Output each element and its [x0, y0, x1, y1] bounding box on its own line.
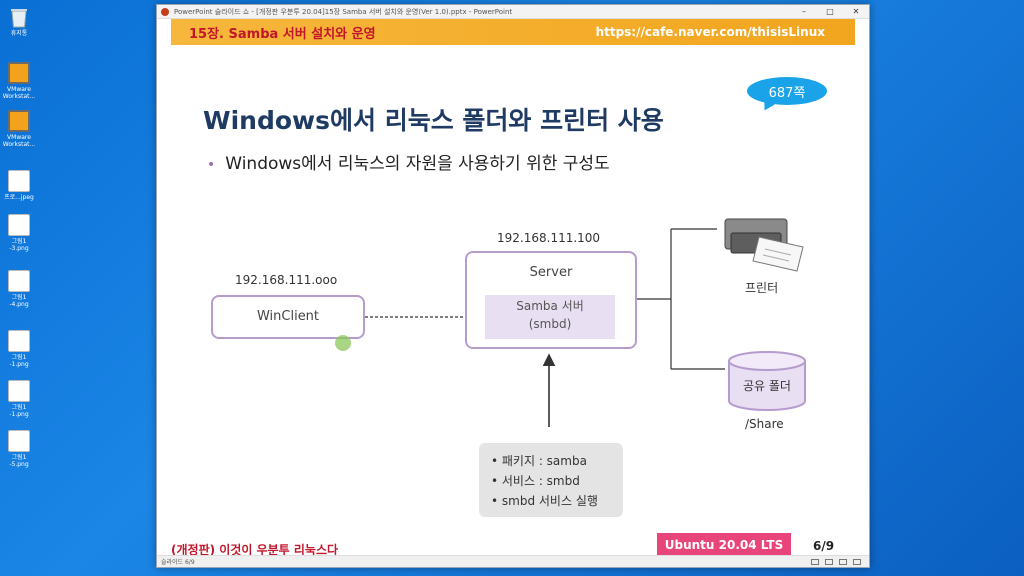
- desktop-icon-file-4[interactable]: 그림1 -1.png: [2, 330, 36, 368]
- book-title-footer: (개정판) 이것이 우분투 리눅스다: [171, 543, 339, 557]
- note-item: • smbd 서비스 실행: [491, 494, 598, 508]
- desktop-icon-recycle-bin[interactable]: 휴지통: [2, 6, 36, 37]
- image-file-icon: [8, 214, 30, 236]
- winclient-node: WinClient: [211, 295, 365, 339]
- chapter-title: 15장. Samba 서버 설치와 운영: [189, 26, 376, 42]
- printer-icon: [724, 218, 804, 272]
- page-reference-bubble: 687쪽: [747, 77, 827, 105]
- normal-view-icon[interactable]: [811, 558, 819, 565]
- image-file-icon: [8, 270, 30, 292]
- window-titlebar[interactable]: PowerPoint 슬라이드 쇼 - [개정판 우분투 20.04]15장 S…: [157, 5, 869, 19]
- desktop-icon-label: 그림1 -1.png: [9, 404, 29, 418]
- server-ip: 192.168.111.100: [497, 231, 601, 245]
- desktop-icon-vmware-1[interactable]: VMware Workstat...: [2, 62, 36, 100]
- minimize-icon[interactable]: –: [802, 7, 806, 16]
- close-icon[interactable]: ✕: [852, 7, 860, 16]
- slide-page-number: 6/9: [813, 539, 835, 553]
- desktop-icon-label: VMware Workstat...: [2, 86, 36, 100]
- powerpoint-icon: [161, 7, 169, 16]
- desktop-icon-label: VMware Workstat...: [2, 134, 36, 148]
- note-item: • 패키지 : samba: [491, 454, 587, 468]
- desktop-icon-file-1[interactable]: 프로...jpeg: [2, 170, 36, 201]
- share-path-label: /Share: [745, 417, 784, 431]
- powerpoint-window: PowerPoint 슬라이드 쇼 - [개정판 우분투 20.04]15장 S…: [156, 4, 870, 568]
- samba-line-2: (smbd): [528, 317, 572, 331]
- samba-service-box: Samba 서버 (smbd): [485, 295, 615, 339]
- desktop-icon-file-5[interactable]: 그림1 -1.png: [2, 380, 36, 418]
- vmware-icon: [8, 110, 30, 132]
- desktop-icon-label: 휴지통: [10, 30, 28, 37]
- desktop-icon-file-3[interactable]: 그림1 -4.png: [2, 270, 36, 308]
- bullet-dot-icon: •: [207, 157, 216, 173]
- server-label: Server: [529, 265, 573, 280]
- printer-label: 프린터: [745, 281, 779, 295]
- share-folder-label: 공유 폴더: [743, 379, 791, 393]
- maximize-icon[interactable]: □: [826, 7, 834, 16]
- client-ip: 192.168.111.ooo: [235, 273, 338, 287]
- desktop-icon-file-2[interactable]: 그림1 -3.png: [2, 214, 36, 252]
- winclient-label: WinClient: [256, 309, 320, 324]
- slide-title: Windows에서 리눅스 폴더와 프린터 사용: [203, 106, 664, 135]
- desktop-icon-label: 프로...jpeg: [4, 194, 34, 201]
- window-title: PowerPoint 슬라이드 쇼 - [개정판 우분투 20.04]15장 S…: [174, 7, 513, 16]
- image-file-icon: [8, 330, 30, 352]
- note-item: • 서비스 : smbd: [491, 474, 580, 488]
- desktop-icon-vmware-2[interactable]: VMware Workstat...: [2, 110, 36, 148]
- recycle-bin-icon: [8, 6, 30, 28]
- desktop-icon-file-6[interactable]: 그림1 -5.png: [2, 430, 36, 468]
- desktop-icon-label: 그림1 -5.png: [9, 454, 29, 468]
- service-notes-box: • 패키지 : samba • 서비스 : smbd • smbd 서비스 실행: [479, 443, 623, 517]
- cafe-url: https://cafe.naver.com/thisisLinux: [595, 25, 825, 39]
- vmware-icon: [8, 62, 30, 84]
- image-file-icon: [8, 170, 30, 192]
- desktop-icon-label: 그림1 -1.png: [9, 354, 29, 368]
- slideshow-icon[interactable]: [853, 558, 861, 565]
- desktop-icon-label: 그림1 -4.png: [9, 294, 29, 308]
- samba-line-1: Samba 서버: [516, 299, 584, 313]
- bullet-text: Windows에서 리눅스의 자원을 사용하기 위한 구성도: [225, 154, 610, 174]
- share-folder-cylinder: [728, 351, 806, 411]
- image-file-icon: [8, 380, 30, 402]
- slide-counter: 슬라이드 6/9: [161, 559, 195, 566]
- desktop-icon-label: 그림1 -3.png: [9, 238, 29, 252]
- bullet-item: • Windows에서 리눅스의 자원을 사용하기 위한 구성도: [207, 149, 610, 174]
- ubuntu-version-badge: Ubuntu 20.04 LTS: [657, 533, 791, 557]
- reading-view-icon[interactable]: [839, 558, 847, 565]
- slide-sorter-icon[interactable]: [825, 558, 833, 565]
- slide-canvas: 15장. Samba 서버 설치와 운영 https://cafe.naver.…: [157, 19, 869, 557]
- mouse-pointer-highlight: [335, 335, 351, 351]
- view-buttons: [811, 558, 869, 565]
- status-bar: 슬라이드 6/9: [157, 555, 869, 567]
- server-node: Server Samba 서버 (smbd): [465, 251, 637, 349]
- image-file-icon: [8, 430, 30, 452]
- slide-banner: 15장. Samba 서버 설치와 운영 https://cafe.naver.…: [171, 19, 855, 45]
